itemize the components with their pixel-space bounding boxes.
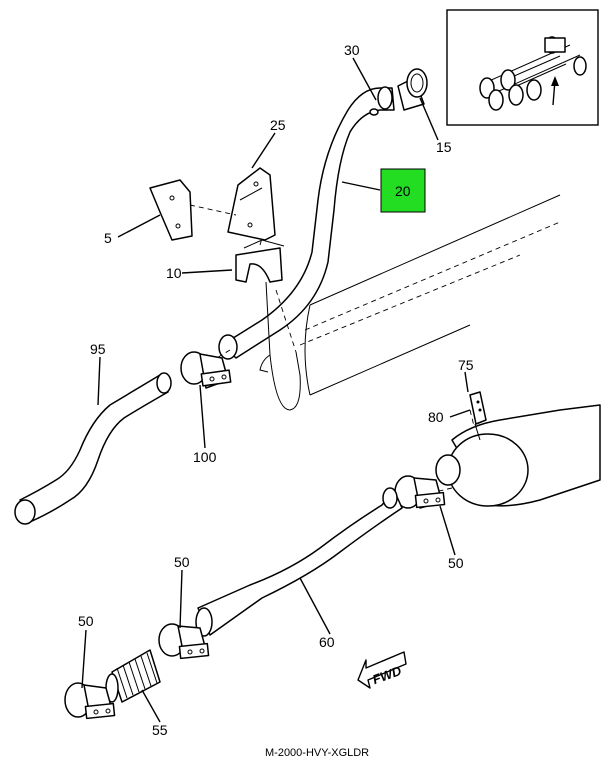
bracket-part-25 (227, 167, 276, 241)
saddle-clamp-part-10 (235, 239, 301, 411)
clamp-part-50-right (394, 475, 446, 509)
highlight-box-part-20 (380, 168, 426, 213)
clamp-part-50-mid (158, 623, 210, 660)
callout-25: 25 (270, 117, 286, 133)
callout-20: 20 (395, 183, 411, 199)
callout-80: 80 (428, 409, 444, 425)
clamp-part-50-left (64, 682, 116, 720)
callout-labels: 30 15 25 5 10 20 95 100 75 80 50 50 50 6… (78, 42, 474, 738)
bracket-plate-part-5 (149, 179, 193, 241)
callout-55: 55 (152, 722, 168, 738)
chassis-icon (479, 36, 587, 111)
leader-lines (81, 57, 471, 723)
callout-5: 5 (104, 230, 112, 246)
callout-15: 15 (436, 139, 452, 155)
clamp-part-100 (180, 351, 232, 389)
muffler (435, 404, 601, 507)
callout-75: 75 (458, 357, 474, 373)
diagram-caption: M-2000-HVY-XGLDR (265, 747, 369, 759)
locator-arrowhead (551, 76, 559, 86)
fwd-arrow-icon: FWD (357, 651, 407, 689)
exhaust-pipe-part-20 (218, 86, 395, 360)
callout-50-left: 50 (78, 613, 94, 629)
callout-50-mid: 50 (174, 554, 190, 570)
flex-bellows-part-55 (105, 649, 161, 703)
clamp-ring-part-15 (397, 68, 428, 111)
callout-100: 100 (193, 449, 217, 465)
callout-50-right: 50 (448, 555, 464, 571)
callout-95: 95 (90, 341, 106, 357)
pipe-part-95 (14, 372, 172, 525)
callout-30: 30 (344, 42, 360, 58)
vehicle-locator-inset (446, 9, 599, 126)
hanger-part-75-80 (469, 391, 487, 441)
callout-10: 10 (166, 265, 182, 281)
callout-60: 60 (319, 634, 335, 650)
pipe-part-60 (195, 487, 403, 637)
